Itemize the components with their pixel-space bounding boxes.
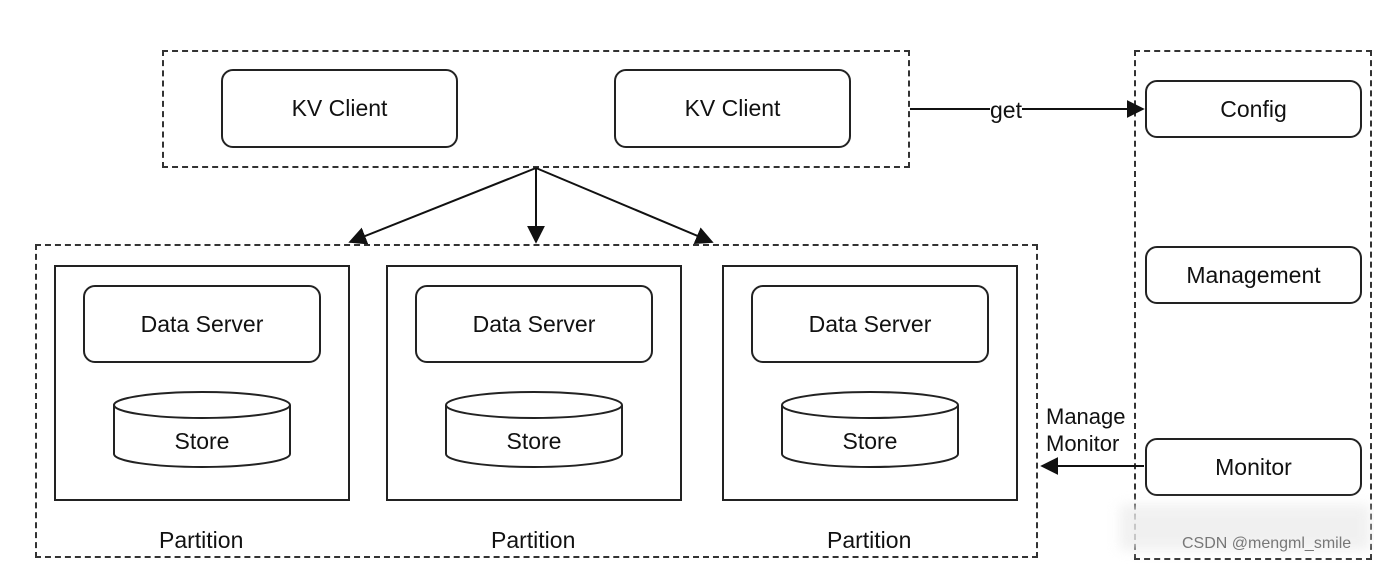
store-label: Store	[506, 428, 562, 454]
cylinder-icon	[113, 391, 291, 468]
config-node: Config	[1145, 80, 1362, 138]
client-group	[162, 50, 910, 168]
control-group	[1134, 50, 1372, 560]
store-cylinder-3: Store	[780, 390, 960, 470]
partitions-group	[35, 244, 1038, 558]
data-server-node-2: Data Server	[415, 285, 653, 363]
monitor-label: Monitor	[1215, 453, 1292, 480]
data-server-node-3: Data Server	[751, 285, 989, 363]
data-server-label: Data Server	[472, 310, 596, 337]
watermark-text: CSDN @mengml_smile	[1182, 535, 1352, 552]
manage-edge-label: Manage	[1046, 404, 1126, 429]
store-label: Store	[842, 428, 898, 454]
partition-label-3: Partition	[827, 527, 912, 553]
cylinder-icon	[781, 391, 959, 468]
kv-client-label: KV Client	[291, 95, 388, 121]
management-label: Management	[1186, 261, 1321, 288]
kv-client-node-2: KV Client	[614, 69, 851, 148]
kv-client-label: KV Client	[684, 95, 781, 121]
get-edge-label: get	[990, 97, 1022, 123]
partition-label-2: Partition	[491, 527, 576, 553]
store-label: Store	[174, 428, 230, 454]
management-node: Management	[1145, 246, 1362, 304]
data-server-label: Data Server	[808, 310, 932, 337]
kv-client-node-1: KV Client	[221, 69, 458, 148]
store-cylinder-1: Store	[112, 390, 292, 470]
config-label: Config	[1220, 95, 1287, 122]
watermark-blur	[1120, 505, 1370, 550]
fanout-arrow-right	[535, 167, 714, 245]
cylinder-icon	[445, 391, 623, 468]
data-server-node-1: Data Server	[83, 285, 321, 363]
partition-label-1: Partition	[159, 527, 244, 553]
data-server-label: Data Server	[140, 310, 264, 337]
monitor-node: Monitor	[1145, 438, 1362, 496]
store-cylinder-2: Store	[444, 390, 624, 470]
monitor-edge-label: Monitor	[1046, 431, 1120, 456]
fanout-arrow-left	[348, 167, 537, 245]
